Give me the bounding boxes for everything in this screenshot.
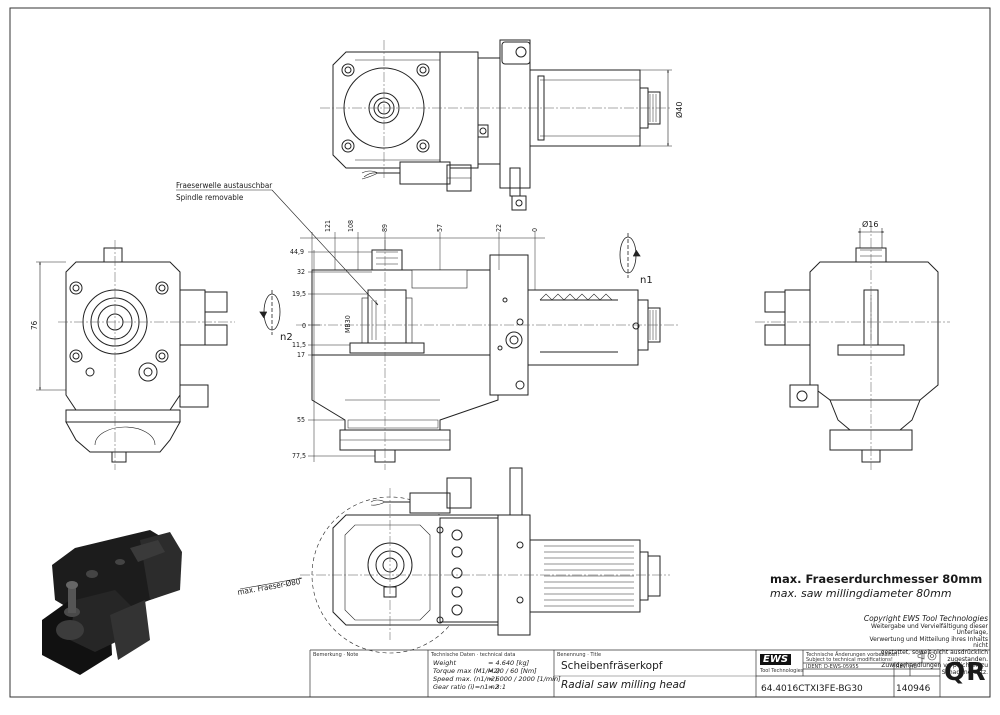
- d40-dimension: [640, 69, 672, 147]
- dim-0-h: 0: [531, 228, 539, 232]
- dim-121: 121: [324, 220, 332, 232]
- copyright-line: Verwertung und Mitteilung ihres Inhalts …: [869, 635, 988, 650]
- top-view: [332, 39, 661, 211]
- horizontal-dimension-labels: 121 108 89 57 22 0: [324, 220, 539, 232]
- rotation-n1: [619, 233, 641, 278]
- drawing-number: 64.4016CTXI3FE-BG30: [761, 684, 863, 694]
- dim-89: 89: [381, 224, 389, 232]
- n2-label: n2: [280, 332, 293, 343]
- d76-dimension: [36, 261, 66, 391]
- copyright-line: Zuwiderhandlungen verpflichten zu Schade…: [881, 662, 988, 676]
- max-diameter-note-de: max. Fraeserdurchmesser 80mm: [770, 572, 983, 586]
- top-view-centerlines: [320, 40, 670, 180]
- qr-mark: QR: [944, 657, 987, 686]
- tech-row-label: Weight: [433, 659, 457, 667]
- max-cutter-leader: [239, 577, 303, 590]
- tech-row-label: Speed max. (n1/n2): [433, 675, 498, 683]
- copyright-line: Weitergabe und Vervielfältigung dieser U…: [871, 622, 988, 637]
- dim-19-5: 19,5: [292, 290, 306, 298]
- part-number: 140946: [896, 684, 931, 694]
- dim-77-5: 77,5: [292, 452, 306, 460]
- dim-57: 57: [436, 224, 444, 232]
- mb30-label: MB30: [344, 315, 352, 333]
- remark-label: Bemerkung · Note: [313, 652, 359, 658]
- tech-row-label: Torque max (M1/M2): [433, 667, 501, 675]
- dim-22: 22: [495, 224, 503, 232]
- company-subtitle: Tool Technologies: [760, 668, 804, 674]
- max-diameter-note-en: max. saw millingdiameter 80mm: [770, 587, 952, 600]
- copyright-notice: Copyright EWS Tool Technologies Weiterga…: [858, 614, 988, 676]
- d40-label: Ø40: [674, 102, 684, 118]
- copyright-line: gestattet, soweit nicht ausdrücklich zug…: [880, 648, 988, 663]
- rotation-n2: [259, 290, 281, 335]
- dim-44-9: 44,9: [290, 248, 304, 256]
- tech-row-value: = 4.640 [kg]: [488, 659, 530, 667]
- ident-number: IDENT: D-EWS-05955: [806, 664, 859, 670]
- tech-row-label: Gear ratio (i)=n1:n2: [433, 683, 499, 691]
- tech-row-value: = 20 / 60 [Nm]: [488, 667, 537, 675]
- isometric-render: [42, 530, 182, 675]
- title-german: Scheibenfräserkopf: [561, 660, 663, 672]
- change-note-de: Technische Änderungen vorbehalten!: [806, 652, 900, 658]
- dim-32: 32: [297, 268, 305, 276]
- left-view: [65, 247, 228, 463]
- spindle-leader: [176, 189, 379, 306]
- max-cutter-label: max. Fraeser-Ø80: [237, 576, 302, 597]
- tech-row-value: = 3:1: [488, 683, 506, 691]
- left-view-centerlines: [58, 240, 235, 470]
- horizontal-dimensions: [300, 232, 545, 290]
- title-block-frame: [309, 649, 990, 697]
- revision: REV. : /B: [896, 664, 917, 670]
- sheet-frame: [9, 7, 991, 698]
- company-logo: EWS: [760, 654, 792, 665]
- n1-label: n1: [640, 275, 653, 286]
- right-view-centerlines: [755, 222, 950, 470]
- dim-17: 17: [297, 351, 305, 359]
- dim-11-5: 11,5: [292, 341, 306, 349]
- tech-row-value: = 6000 / 2000 [1/min]: [488, 675, 561, 683]
- d16-dimension: [857, 228, 885, 248]
- tech-data-label: Technische Daten · technical data: [431, 652, 516, 658]
- front-view-centerlines: [296, 240, 680, 470]
- front-view: [311, 249, 661, 463]
- dim-0-v: 0: [302, 322, 306, 330]
- d16-label: Ø16: [862, 219, 878, 229]
- title-english: Radial saw milling head: [561, 679, 686, 691]
- projection-symbol: [917, 651, 937, 661]
- title-label: Benennung · Title: [557, 652, 602, 658]
- bottom-view: [311, 467, 661, 654]
- spindle-note-en: Spindle removable: [176, 193, 244, 202]
- vertical-dimensions: [308, 250, 375, 462]
- spindle-note-de: Fraeserwelle austauschbar: [176, 181, 272, 190]
- right-view: [764, 247, 939, 463]
- bottom-view-centerlines: [300, 488, 670, 640]
- copyright-heading: Copyright EWS Tool Technologies: [863, 614, 988, 623]
- dim-55: 55: [297, 416, 305, 424]
- d76-label: 76: [30, 320, 39, 330]
- vertical-dimension-labels: 44,9 32 19,5 0 11,5 17 55 77,5: [290, 248, 306, 460]
- change-note-en: Subject to technical modifications!: [806, 657, 893, 663]
- dim-108: 108: [347, 220, 355, 232]
